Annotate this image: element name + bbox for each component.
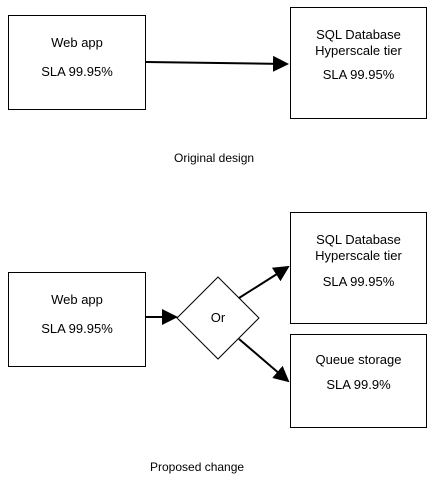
sql-title-line2: Hyperscale tier <box>315 248 402 263</box>
sql-title-line2: Hyperscale tier <box>315 43 402 58</box>
sql-sla: SLA 99.95% <box>322 67 395 82</box>
original-arrow-webapp-to-sql <box>145 55 289 72</box>
sql-title-line1: SQL Database <box>316 27 401 42</box>
original-caption: Original design <box>174 151 255 165</box>
webapp-sla: SLA 99.95% <box>41 321 113 336</box>
proposed-caption: Proposed change <box>150 460 245 474</box>
proposed-webapp-box: Web app SLA 99.95% <box>8 272 146 367</box>
webapp-title: Web app <box>51 292 103 307</box>
proposed-arrow-decision-to-queue <box>238 338 290 383</box>
sql-title-line1: SQL Database <box>316 232 401 247</box>
proposed-queue-box: Queue storage SLA 99.9% <box>290 334 427 428</box>
decision-label: Or <box>210 310 226 325</box>
original-webapp-box: Web app SLA 99.95% <box>8 15 146 110</box>
proposed-arrow-decision-to-sql <box>238 265 290 299</box>
proposed-sql-box: SQL Database Hyperscale tier SLA 99.95% <box>290 212 427 324</box>
webapp-title: Web app <box>51 35 103 50</box>
queue-sla: SLA 99.9% <box>326 377 391 392</box>
sql-sla: SLA 99.95% <box>322 274 395 289</box>
original-sql-box: SQL Database Hyperscale tier SLA 99.95% <box>290 7 427 119</box>
decision-diamond <box>176 276 260 360</box>
webapp-sla: SLA 99.95% <box>41 64 113 79</box>
queue-title: Queue storage <box>315 352 402 367</box>
